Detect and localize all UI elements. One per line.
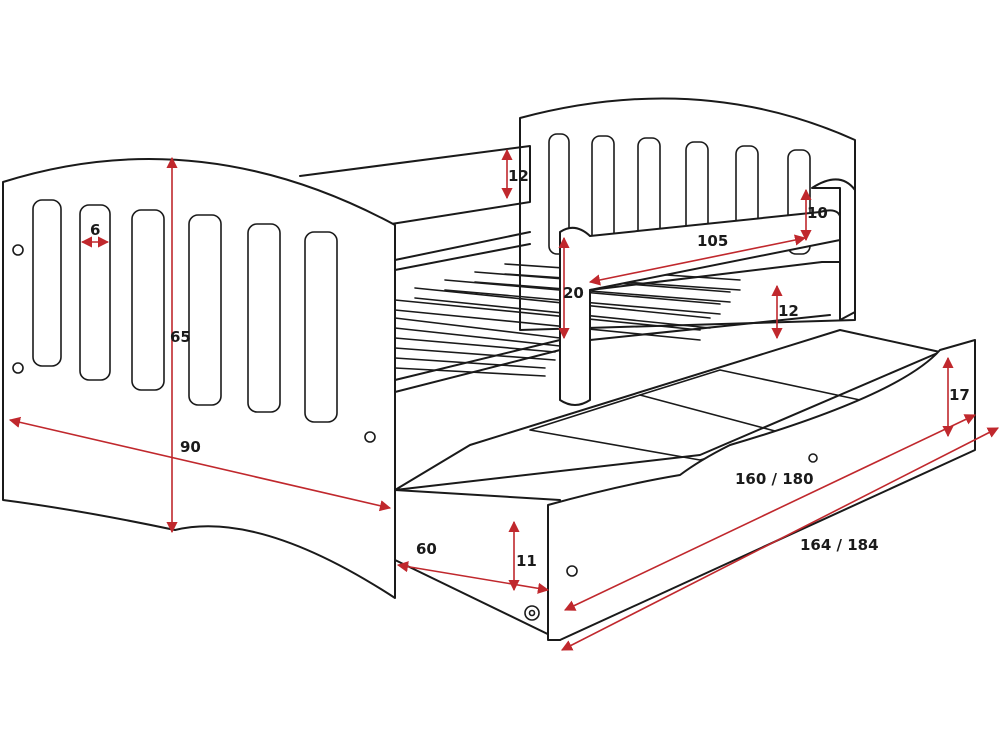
label-drawer-inner-length: 160 / 180 (735, 470, 814, 488)
back-rails (299, 145, 531, 271)
front-footboard (2, 157, 396, 599)
drawer (394, 329, 976, 641)
label-drawer-clearance: 11 (516, 552, 537, 570)
label-guard-rail-length: 105 (697, 232, 728, 250)
dimension-lines (8, 148, 999, 651)
label-drawer-depth: 60 (416, 540, 437, 558)
label-total-length: 164 / 184 (800, 536, 879, 554)
label-drawer-height: 17 (949, 386, 970, 404)
label-end-height: 65 (170, 328, 191, 346)
dimension-labels: 65 90 6 12 10 105 20 12 17 160 / 180 164… (90, 167, 970, 570)
label-end-width: 90 (180, 438, 201, 456)
label-slat-width: 6 (90, 221, 100, 239)
label-guard-rail-height: 10 (807, 204, 828, 222)
label-gap-height: 12 (778, 302, 799, 320)
label-rail-height-back: 12 (508, 167, 529, 185)
label-guard-post-height: 20 (563, 284, 584, 302)
